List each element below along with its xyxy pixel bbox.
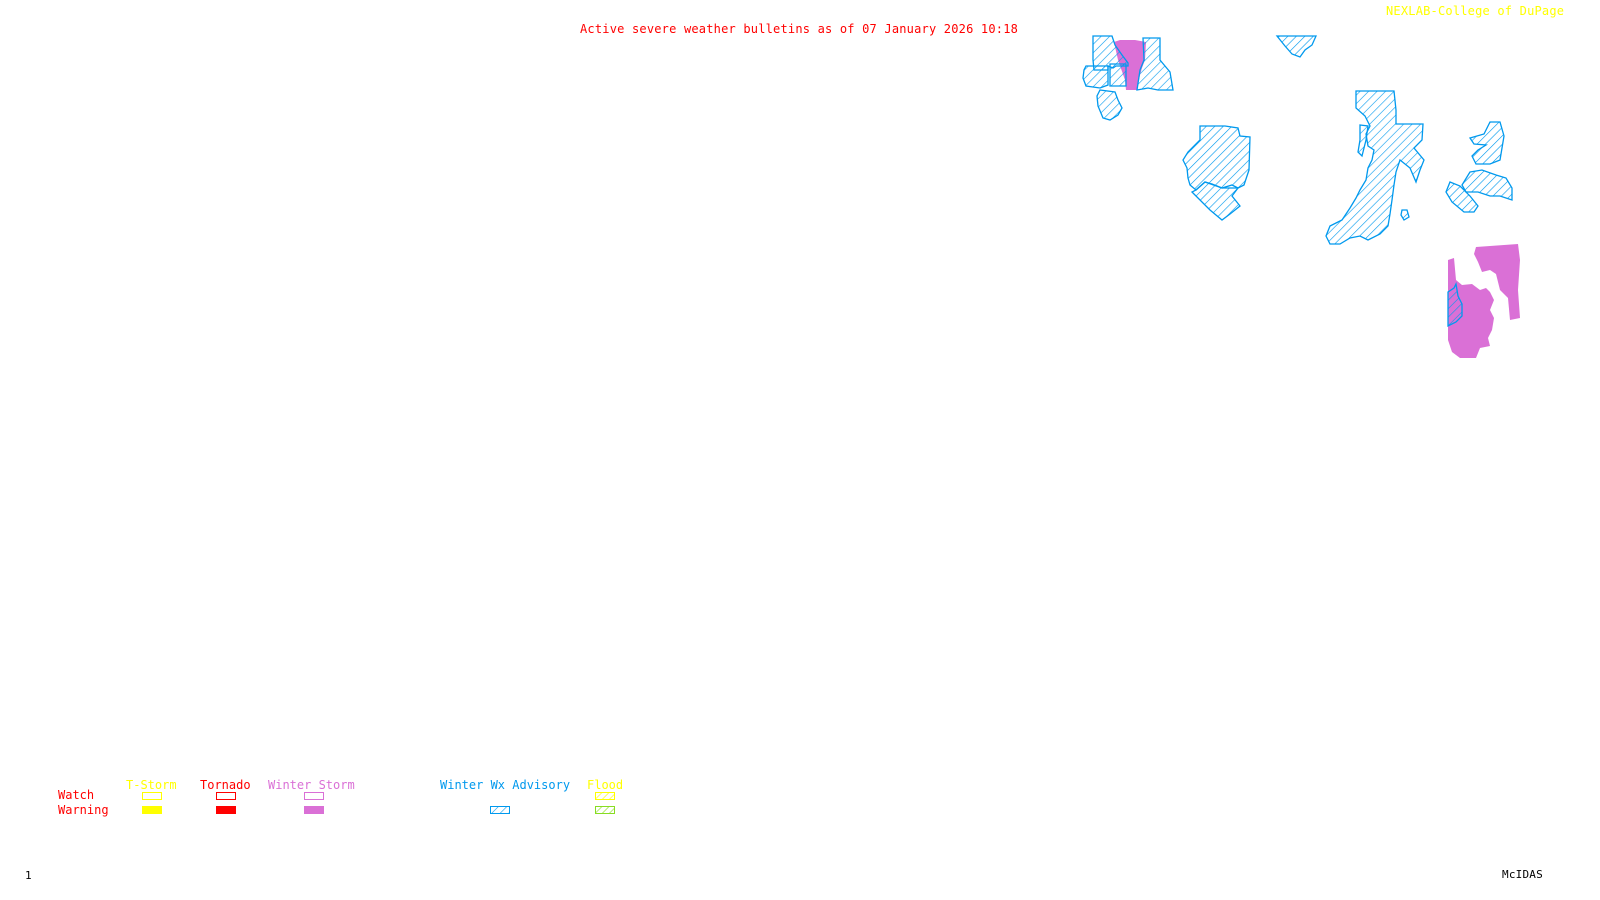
winter-wx-advisory-region	[1275, 35, 1318, 58]
winter-storm-warning-region	[1448, 258, 1494, 358]
winter-wx-advisory-region	[1325, 90, 1425, 245]
map-title: Active severe weather bulletins as of 07…	[580, 22, 1019, 36]
winter-wx-advisory-region	[1357, 124, 1369, 158]
legend-tstorm-warning-swatch	[142, 806, 162, 814]
winter-storm-warning-region	[1114, 40, 1146, 90]
winter-wx-advisory-region	[1400, 209, 1410, 221]
credit-text: NEXLAB-College of DuPage	[1386, 4, 1565, 18]
winter-wx-advisory-region	[1109, 63, 1127, 87]
legend-winter-storm-label: Winter Storm	[268, 778, 355, 792]
winter-wx-advisory-region	[1445, 181, 1479, 213]
winter-wx-advisory-region	[1447, 281, 1463, 328]
region-cluster-southeast	[1447, 244, 1520, 358]
legend-tstorm-watch-swatch	[142, 792, 162, 800]
legend-winter-storm-warning-swatch	[304, 806, 324, 814]
region-cluster-northeast	[1325, 90, 1425, 245]
region-cluster-central	[1182, 125, 1251, 221]
region-cluster-northwest	[1082, 35, 1318, 121]
winter-wx-advisory-region	[1182, 125, 1251, 191]
legend-winter-storm-watch-swatch	[304, 792, 324, 800]
frame-number: 1	[25, 869, 32, 882]
legend-tornado-warning-swatch	[216, 806, 236, 814]
legend-winter-wx-advisory-swatch	[490, 806, 510, 814]
legend-flood-warning-swatch	[595, 806, 615, 814]
software-label: McIDAS	[1502, 868, 1543, 881]
legend-tornado-watch-swatch	[216, 792, 236, 800]
legend-tstorm-label: T-Storm	[126, 778, 177, 792]
winter-wx-advisory-region	[1136, 37, 1174, 91]
legend-row-watch: Watch	[58, 788, 95, 802]
legend-tornado-label: Tornado	[200, 778, 251, 792]
legend-flood-label: Flood	[587, 778, 624, 792]
legend-flood-watch-swatch	[595, 792, 615, 800]
winter-wx-advisory-region	[1096, 89, 1123, 121]
winter-wx-advisory-region	[1190, 181, 1241, 221]
winter-storm-warning-region	[1474, 244, 1520, 320]
legend-winter-wx-advisory-label: Winter Wx Advisory	[440, 778, 571, 792]
winter-wx-advisory-region	[1468, 121, 1505, 165]
winter-wx-advisory-region	[1082, 65, 1109, 89]
legend-row-warning: Warning	[58, 803, 109, 817]
region-cluster-east	[1445, 121, 1513, 213]
